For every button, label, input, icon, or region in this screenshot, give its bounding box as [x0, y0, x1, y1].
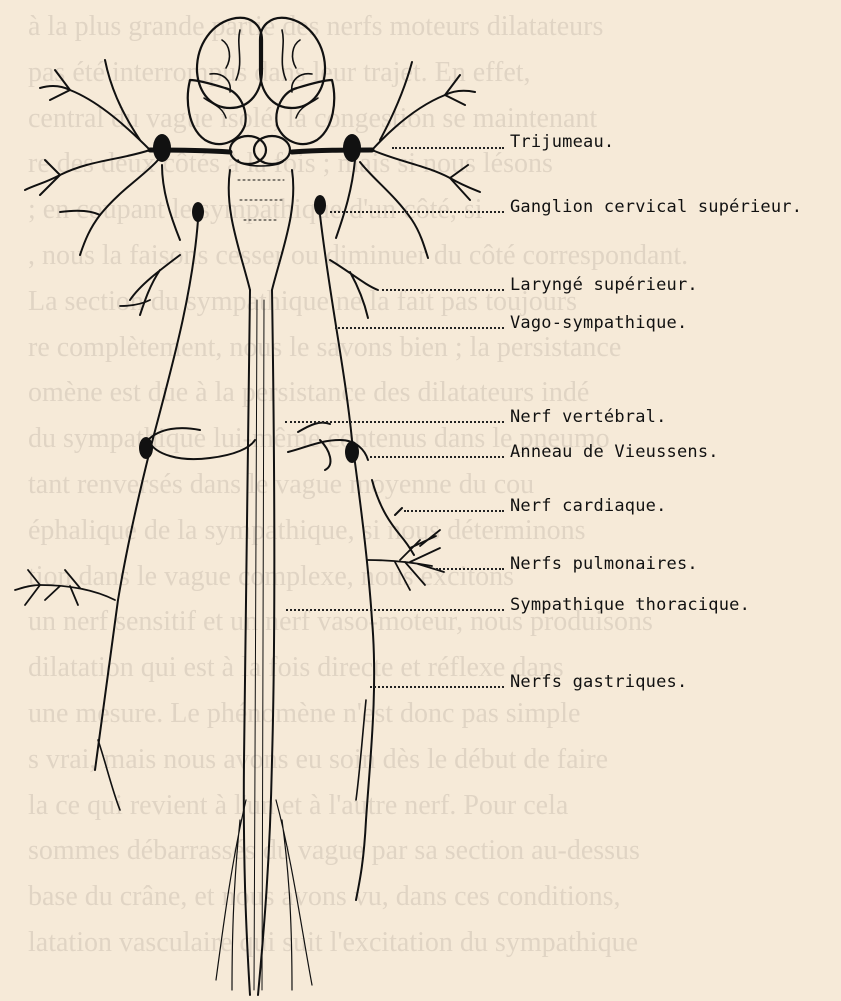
vago-sympathetic-trunk — [95, 215, 374, 900]
trigeminal-nerve — [150, 150, 372, 152]
trijumeau-leader — [392, 147, 504, 149]
nerfs-pulmonaires-leader — [436, 568, 504, 570]
vieussens-ring — [148, 423, 368, 470]
left-branches — [15, 300, 150, 605]
midbrain — [230, 136, 290, 166]
nerf-vertebral-leader — [285, 421, 504, 423]
laryngeal-nerve — [130, 255, 378, 318]
label-anneau-de-vieussens: Anneau de Vieussens. — [510, 442, 719, 462]
label-trijumeau: Trijumeau. — [510, 132, 614, 152]
right-cranial-branches — [336, 62, 480, 258]
label-vago-sympathique: Vago-sympathique. — [510, 313, 687, 333]
cerebral-hemispheres — [197, 18, 325, 108]
larynge-superieur-leader — [382, 289, 504, 291]
gastric-nerves — [98, 700, 366, 810]
label-larynge-superieur: Laryngé supérieur. — [510, 275, 698, 295]
label-nerfs-pulmonaires: Nerfs pulmonaires. — [510, 554, 698, 574]
label-nerf-vertebral: Nerf vertébral. — [510, 407, 667, 427]
spinal-cord — [216, 290, 312, 995]
optic-lobes — [188, 80, 334, 144]
superior-cervical-ganglion — [192, 195, 326, 222]
label-nerf-cardiaque: Nerf cardiaque. — [510, 496, 667, 516]
cardiac-nerve — [372, 480, 414, 555]
nerfs-gastriques-leader — [370, 686, 504, 688]
nerf-cardiaque-leader — [404, 510, 504, 512]
label-nerfs-gastriques: Nerfs gastriques. — [510, 672, 687, 692]
anneau-de-vieussens-leader — [370, 456, 504, 458]
ganglion-cervical-superieur-leader — [330, 211, 504, 213]
label-ganglion-cervical-superieur: Ganglion cervical supérieur. — [510, 197, 802, 217]
label-sympathique-thoracique: Sympathique thoracique. — [510, 595, 750, 615]
pulmonary-nerves — [368, 530, 444, 590]
brainstem — [229, 170, 294, 290]
sympathique-thoracique-leader — [286, 609, 504, 611]
vago-sympathique-leader — [335, 327, 504, 329]
